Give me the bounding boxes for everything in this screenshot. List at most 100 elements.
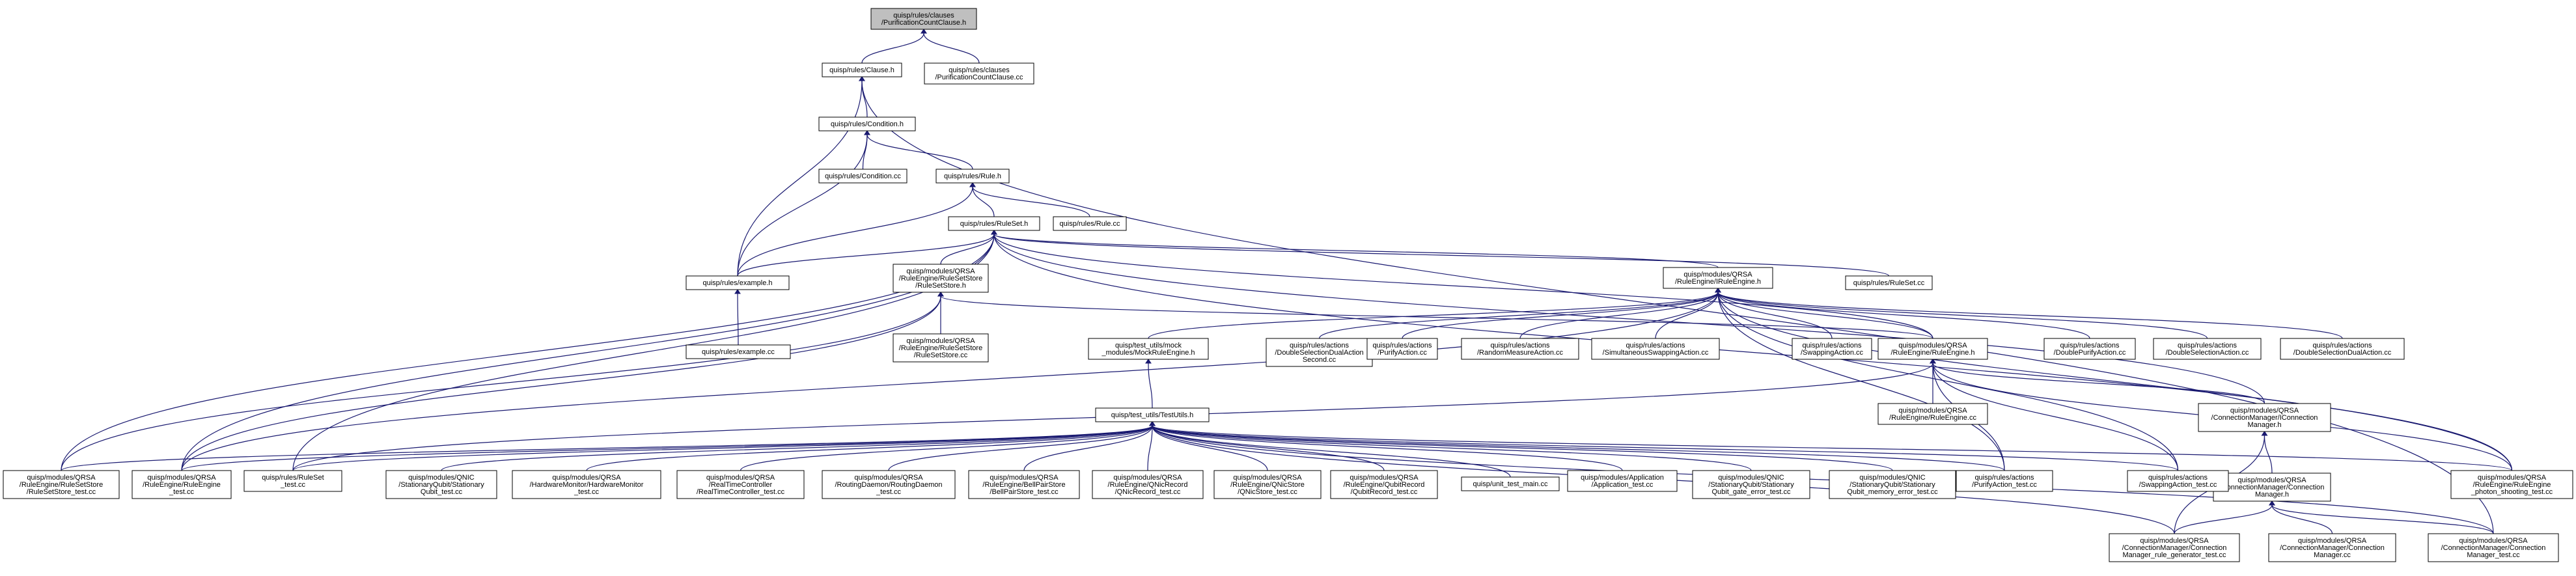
- node-label: quisp/rules/actions: [1626, 342, 1685, 350]
- edge-arrowhead: [969, 182, 976, 187]
- node-box: [822, 62, 902, 77]
- node-label: /DoubleSelectionAction.cc: [2166, 349, 2249, 357]
- node-box: [3, 470, 120, 499]
- node-label: quisp/rules/actions: [2060, 342, 2120, 350]
- node-clause-h[interactable]: quisp/rules/Clause.h: [822, 62, 902, 77]
- node-pcc-cc[interactable]: quisp/rules/clauses/PurificationCountCla…: [924, 62, 1034, 85]
- node-box: [2268, 533, 2396, 562]
- node-pa-test[interactable]: quisp/rules/actions/PurifyAction_test.cc: [1956, 470, 2053, 492]
- node-cm-cc[interactable]: quisp/modules/QRSA/ConnectionManager/Con…: [2268, 533, 2396, 562]
- edge-line: [1932, 363, 2179, 471]
- node-label: quisp/rules/actions: [1490, 342, 1550, 350]
- node-rule-cc[interactable]: quisp/rules/Rule.cc: [1053, 216, 1127, 231]
- node-mock-re[interactable]: quisp/test_utils/mock_modules/MockRuleEn…: [1088, 338, 1209, 360]
- node-label: quisp/modules/QRSA: [1350, 474, 1419, 482]
- graph-nodes: quisp/rules/clauses/PurificationCountCla…: [3, 8, 2573, 562]
- edge-line: [972, 186, 995, 217]
- edge-example_cc-to-example_h: [734, 289, 741, 346]
- node-label: quisp/modules/QRSA: [2478, 474, 2547, 482]
- node-qr-test[interactable]: quisp/modules/QRSA/RuleEngine/QubitRecor…: [1330, 470, 1438, 499]
- node-cond-cc[interactable]: quisp/rules/Condition.cc: [818, 169, 907, 184]
- node-swap-cc[interactable]: quisp/rules/actions/SwappingAction.cc: [1792, 338, 1872, 360]
- node-dpa-cc[interactable]: quisp/rules/actions/DoublePurifyAction.c…: [2043, 338, 2136, 360]
- node-ruleset-h[interactable]: quisp/rules/RuleSet.h: [948, 216, 1040, 231]
- node-photon-test[interactable]: quisp/modules/QRSA/RuleEngine/RuleEngine…: [2450, 470, 2573, 499]
- node-dsda-cc[interactable]: quisp/rules/actions/DoubleSelectionDualA…: [2280, 338, 2405, 360]
- node-label: /RuleEngine/RuleSetStore: [899, 275, 982, 282]
- node-label: /DoubleSelectionDualAction.cc: [2293, 349, 2392, 357]
- node-rss-cc[interactable]: quisp/modules/QRSA/RuleEngine/RuleSetSto…: [893, 333, 989, 363]
- node-cm-rulegen[interactable]: quisp/modules/QRSA/ConnectionManager/Con…: [2109, 533, 2240, 562]
- edge-rule_cc-to-rule_h: [969, 182, 1090, 217]
- node-sa-test[interactable]: quisp/rules/actions/SwappingAction_test.…: [2127, 470, 2229, 492]
- node-dsda2[interactable]: quisp/rules/actions/DoubleSelectionDualA…: [1266, 338, 1373, 367]
- node-bps-test[interactable]: quisp/modules/QRSA/RuleEngine/BellPairSt…: [968, 470, 1080, 499]
- node-re-test[interactable]: quisp/modules/QRSA/RuleEngine/RuleEngine…: [132, 470, 232, 499]
- edge-line: [1152, 425, 2513, 471]
- node-re-cc[interactable]: quisp/modules/QRSA/RuleEngine/RuleEngine…: [1877, 403, 1988, 425]
- edge-line: [1152, 425, 1752, 471]
- node-label: quisp/rules/RuleSet.cc: [1853, 279, 1925, 287]
- node-ruleset-test[interactable]: quisp/rules/RuleSet_test.cc: [243, 470, 342, 492]
- node-label: /SwappingAction.cc: [1801, 349, 1863, 357]
- node-ruleset-cc[interactable]: quisp/rules/RuleSet.cc: [1845, 275, 1933, 290]
- node-purify-cc[interactable]: quisp/rules/actions/PurifyAction.cc: [1366, 338, 1438, 360]
- node-label: /RealTimeController: [709, 481, 773, 489]
- edge-line: [1717, 292, 2513, 471]
- node-rma-cc[interactable]: quisp/rules/actions/RandomMeasureAction.…: [1461, 338, 1579, 360]
- node-irule-h[interactable]: quisp/modules/QRSA/RuleEngine/IRuleEngin…: [1663, 267, 1773, 289]
- edge-arrowhead: [864, 130, 870, 135]
- node-example-h[interactable]: quisp/rules/example.h: [686, 275, 790, 290]
- node-rss-test[interactable]: quisp/modules/QRSA/RuleEngine/RuleSetSto…: [3, 470, 120, 499]
- edge-line: [1655, 292, 1719, 339]
- node-icm-h[interactable]: quisp/modules/QRSA/ConnectionManager/ICo…: [2198, 403, 2331, 432]
- node-app-test[interactable]: quisp/modules/Application/Application_te…: [1567, 470, 1678, 492]
- edge-line: [1717, 292, 2208, 339]
- node-ssa-cc[interactable]: quisp/rules/actions/SimultaneousSwapping…: [1591, 338, 1720, 360]
- node-label: quisp/rules/Condition.h: [831, 120, 904, 128]
- node-label: quisp/modules/QRSA: [147, 474, 216, 482]
- node-rule-h[interactable]: quisp/rules/Rule.h: [935, 169, 1010, 184]
- edge-re_h-to-irule_h: [1715, 288, 1933, 339]
- node-rd-test[interactable]: quisp/modules/QRSA/RoutingDaemon/Routing…: [822, 470, 956, 499]
- node-sq-mem[interactable]: quisp/modules/QNIC/StationaryQubit/Stati…: [1829, 470, 1956, 499]
- node-label: /RuleEngine/RuleEngine.h: [1890, 349, 1974, 357]
- node-cond-h[interactable]: quisp/rules/Condition.h: [818, 117, 916, 131]
- node-root[interactable]: quisp/rules/clauses/PurificationCountCla…: [870, 8, 977, 30]
- node-label: /RuleSetStore.cc: [914, 351, 968, 359]
- node-qnr-test[interactable]: quisp/modules/QRSA/RuleEngine/QNicRecord…: [1092, 470, 1204, 499]
- node-label: Manager.h: [2255, 491, 2289, 499]
- node-cm-test[interactable]: quisp/modules/QRSA/ConnectionManager/Con…: [2428, 533, 2559, 562]
- edge-line: [2264, 435, 2273, 474]
- node-rss-h[interactable]: quisp/modules/QRSA/RuleEngine/RuleSetSto…: [893, 264, 989, 293]
- edge-line: [2271, 504, 2333, 534]
- edge-line: [1148, 363, 1153, 409]
- node-label: _photon_shooting_test.cc: [2471, 488, 2553, 496]
- edge-ruleset_test-to-testutils: [292, 421, 1156, 471]
- node-testutils[interactable]: quisp/test_utils/TestUtils.h: [1095, 407, 1210, 422]
- node-sq-test[interactable]: quisp/modules/QNIC/StationaryQubit/Stati…: [385, 470, 497, 499]
- node-hm-test[interactable]: quisp/modules/QRSA/HardwareMonitor/Hardw…: [512, 470, 661, 499]
- node-label: quisp/rules/actions: [2178, 342, 2237, 350]
- edge-line: [1152, 425, 2494, 534]
- node-label: /Application_test.cc: [1592, 481, 1654, 489]
- edge-icm_h-to-ruleset_h: [991, 230, 2265, 404]
- node-rtc-test[interactable]: quisp/modules/QRSA/RealTimeController/Re…: [676, 470, 805, 499]
- node-box: [968, 470, 1080, 499]
- node-box: [893, 333, 989, 363]
- node-box: [1829, 470, 1956, 499]
- node-label: /RuleEngine/RuleEngine: [143, 481, 221, 489]
- node-label: /StationaryQubit/Stationary: [398, 481, 484, 489]
- node-sq-gate[interactable]: quisp/modules/QNIC/StationaryQubit/Stati…: [1692, 470, 1810, 499]
- node-qns-test[interactable]: quisp/modules/QRSA/RuleEngine/QNicStore/…: [1213, 470, 1322, 499]
- node-label: quisp/test_utils/TestUtils.h: [1111, 411, 1194, 419]
- node-label: /QNicRecord_test.cc: [1115, 488, 1181, 496]
- node-example-cc[interactable]: quisp/rules/example.cc: [686, 344, 791, 359]
- node-label: quisp/modules/QRSA: [1898, 407, 1967, 415]
- node-unit-main[interactable]: quisp/unit_test_main.cc: [1461, 476, 1560, 491]
- node-cm-h[interactable]: quisp/modules/QRSA/ConnectionManager/Con…: [2213, 473, 2331, 502]
- edge-line: [1717, 292, 2343, 339]
- node-dsa-cc[interactable]: quisp/rules/actions/DoubleSelectionActio…: [2153, 338, 2262, 360]
- node-re-h[interactable]: quisp/modules/QRSA/RuleEngine/RuleEngine…: [1877, 338, 1988, 360]
